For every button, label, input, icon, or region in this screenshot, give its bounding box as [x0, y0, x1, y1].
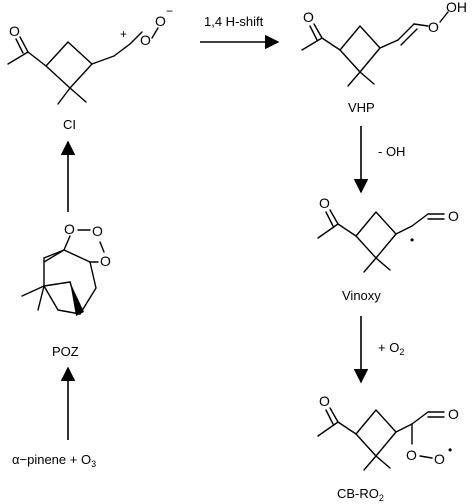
- ci-minus-charge: −: [166, 4, 173, 18]
- vhp-ring: [339, 25, 381, 73]
- poz-methyl-b: [37, 285, 45, 311]
- cbro2-cho-bond: [411, 411, 429, 425]
- poz-methyl-c: [43, 249, 65, 263]
- vhp-ch-bond: [379, 39, 399, 49]
- ci-plus-charge: +: [120, 27, 127, 41]
- vhp-carbonyl-o: O: [303, 9, 314, 25]
- vhp-methyl-b: [359, 71, 375, 85]
- ci-o1: O: [140, 32, 151, 48]
- cbro2-oo-bond: [419, 455, 433, 459]
- vinoxy-co-bond: [329, 209, 339, 225]
- ci-structure: O + O O −: [7, 4, 173, 105]
- vinoxy-structure: O • O: [317, 195, 459, 273]
- vhp-label: VHP: [348, 100, 375, 115]
- ci-methyl-a: [57, 87, 71, 105]
- cbro2-methyl-bond: [317, 421, 339, 437]
- ci-cc-bond: [113, 43, 131, 57]
- poz-oo-bond-b: [99, 241, 105, 253]
- poz-o1: O: [64, 221, 75, 237]
- poz-wedge-bond: [70, 282, 84, 316]
- vinoxy-methyl-a: [363, 257, 377, 273]
- cbro2-methyl-b: [375, 455, 391, 469]
- cbro2-co-bond: [329, 407, 339, 423]
- vhp-oh: OH: [446, 0, 467, 15]
- ci-co-double-bond: [15, 38, 24, 54]
- vinoxy-ring: [355, 211, 397, 259]
- vhp-acetyl-bond: [321, 37, 341, 51]
- ci-ring: [45, 41, 93, 89]
- cbro2-ald-o: O: [448, 406, 459, 422]
- cbro2-ch-bond: [395, 423, 413, 433]
- ci-co-bond: [19, 36, 29, 53]
- vinoxy-ald-o: O: [448, 208, 459, 224]
- poz-six-ring: [43, 249, 97, 315]
- vhp-cc-bond: [397, 23, 415, 41]
- cbro2-methyl-a: [363, 455, 377, 471]
- ci-methyl-bond: [7, 51, 29, 65]
- cbro2-o1: O: [406, 447, 417, 463]
- vinoxy-co-double-bond: [325, 211, 334, 227]
- cbro2-structure: O O O O •: [317, 393, 459, 471]
- vhp-cc-double-bond: [400, 28, 418, 46]
- ci-ch2-bond: [91, 55, 115, 65]
- poz-methyl-a: [21, 285, 45, 297]
- vinoxy-radical-dot: •: [410, 233, 414, 247]
- poz-o2: O: [92, 223, 103, 239]
- cbro2-label: CB-RO2: [337, 486, 384, 503]
- vhp-o1: O: [428, 19, 439, 35]
- cbro2-radical-dot: •: [448, 443, 452, 457]
- poz-bridge-a: [43, 281, 71, 287]
- vinoxy-methyl-b: [375, 257, 391, 271]
- cbro2-carbonyl-o: O: [319, 393, 330, 409]
- vhp-methyl-a: [347, 71, 361, 87]
- vhp-oo-bond: [439, 11, 449, 23]
- plus-o2-label: + O2: [378, 340, 404, 357]
- vhp-co-bond: [313, 23, 323, 39]
- vhp-structure: O O OH: [301, 0, 467, 87]
- cbro2-acetyl-bond: [337, 421, 357, 435]
- ci-methyl-b: [69, 87, 87, 103]
- poz-label: POZ: [52, 344, 79, 359]
- ci-label: CI: [63, 117, 76, 132]
- vhp-co-bond2: [413, 23, 429, 27]
- cbro2-o2: O: [434, 451, 445, 467]
- ci-acetyl-bond: [27, 51, 47, 67]
- reactants-label: α−pinene + O3: [12, 452, 96, 469]
- vinoxy-ch-bond: [395, 225, 413, 235]
- cbro2-ring: [355, 409, 397, 457]
- vinoxy-carbonyl-o: O: [319, 195, 330, 211]
- ci-carbonyl-o: O: [9, 23, 20, 39]
- poz-o3: O: [100, 253, 111, 269]
- poz-structure: O O O: [21, 221, 111, 316]
- poz-co-bond-a: [63, 235, 71, 251]
- h-shift-label: 1,4 H-shift: [204, 14, 264, 29]
- cbro2-co-double-bond: [325, 409, 334, 425]
- vinoxy-methyl-bond: [317, 223, 339, 239]
- vinoxy-label: Vinoxy: [342, 288, 381, 303]
- ci-co-bond2: [129, 31, 143, 45]
- minus-oh-label: - OH: [378, 144, 405, 159]
- ci-o2: O: [155, 13, 166, 29]
- vhp-methyl-bond: [301, 37, 323, 51]
- vinoxy-acetyl-bond: [337, 223, 357, 237]
- vinoxy-cho-bond: [411, 213, 429, 227]
- ci-oo-bond: [151, 27, 159, 39]
- vhp-co-double-bond: [309, 25, 318, 41]
